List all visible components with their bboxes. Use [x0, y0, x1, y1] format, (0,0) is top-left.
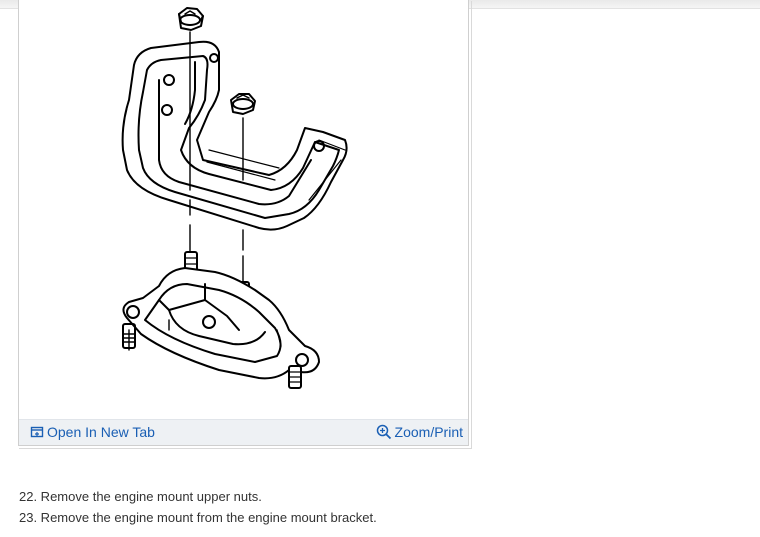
open-in-new-tab-label: Open In New Tab — [47, 424, 155, 440]
figure-footer: Open In New Tab Zoom/Print — [19, 419, 468, 445]
open-tab-icon — [30, 426, 44, 438]
mount-bracket — [121, 40, 348, 231]
zoom-print-label: Zoom/Print — [394, 424, 463, 440]
instruction-step-23: 23. Remove the engine mount from the eng… — [19, 510, 377, 525]
instruction-step-22: 22. Remove the engine mount upper nuts. — [19, 489, 262, 504]
figure-container: Open In New Tab Zoom/Print — [18, 0, 469, 446]
alignment-lines — [189, 31, 244, 283]
engine-mount — [122, 267, 320, 389]
upper-nut-2 — [230, 93, 256, 115]
instruction-list: 22. Remove the engine mount upper nuts. … — [19, 486, 377, 528]
engine-mount-diagram — [121, 7, 348, 389]
zoom-in-icon — [376, 424, 391, 440]
zoom-print-link[interactable]: Zoom/Print — [376, 424, 463, 440]
upper-nut-1 — [178, 7, 204, 31]
open-in-new-tab-link[interactable]: Open In New Tab — [30, 424, 155, 440]
